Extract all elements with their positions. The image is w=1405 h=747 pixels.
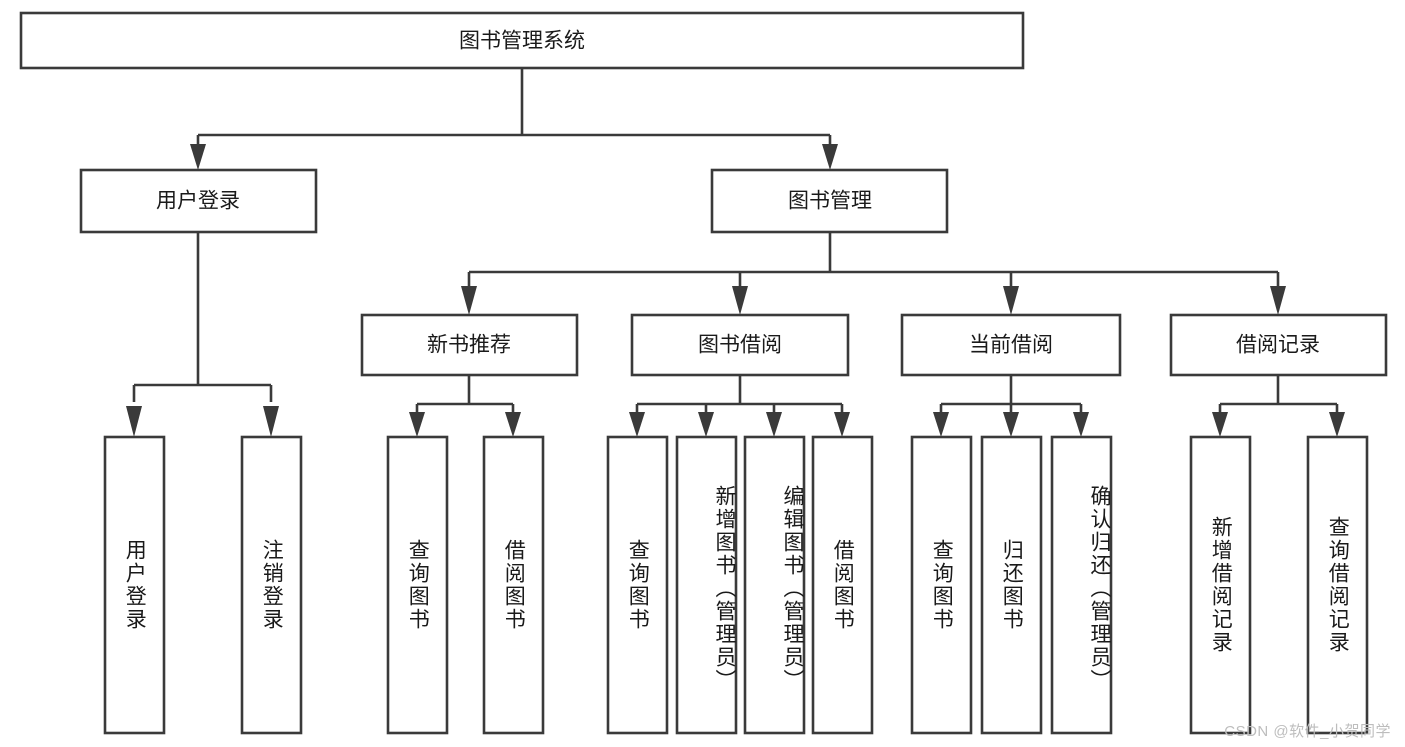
leaf-box-current-return[interactable] <box>980 435 1043 735</box>
node-new-book-recommend-label: 新书推荐 <box>427 334 511 357</box>
leaf-box-current-query[interactable] <box>910 435 973 735</box>
arrow-head-icon <box>505 412 521 437</box>
connector-bookborrow-to-leaves <box>629 375 850 437</box>
leaf-box-bookborrow-edit[interactable] <box>743 435 806 735</box>
arrow-head-icon <box>1073 412 1089 437</box>
arrow-head-icon <box>1003 286 1019 315</box>
arrow-head-icon <box>409 412 425 437</box>
leaf-box-record-query[interactable] <box>1306 435 1369 735</box>
leaf-box-record-add[interactable] <box>1189 435 1252 735</box>
node-borrow-record[interactable]: 借阅记录 <box>1169 313 1388 377</box>
node-root-label: 图书管理系统 <box>459 30 585 53</box>
connector-bookmgmt-to-level3 <box>461 232 1286 315</box>
node-book-borrow[interactable]: 图书借阅 <box>630 313 850 377</box>
watermark-text: CSDN @软件_小贺同学 <box>1224 723 1391 740</box>
arrow-head-icon <box>190 144 206 170</box>
node-new-book-recommend[interactable]: 新书推荐 <box>360 313 579 377</box>
connector-userlogin-to-leaves <box>126 232 279 437</box>
arrow-head-icon <box>1003 412 1019 437</box>
arrow-head-icon <box>1212 412 1228 437</box>
arrow-head-icon <box>126 406 142 437</box>
leaf-box-user-login-logout[interactable] <box>240 435 303 735</box>
node-current-borrow-label: 当前借阅 <box>969 334 1053 357</box>
node-book-management[interactable]: 图书管理 <box>710 168 949 234</box>
arrow-head-icon <box>822 144 838 170</box>
node-book-management-label: 图书管理 <box>788 190 872 213</box>
node-root[interactable]: 图书管理系统 <box>19 11 1025 70</box>
arrow-head-icon <box>461 286 477 315</box>
arrow-head-icon <box>629 412 645 437</box>
arrow-head-icon <box>1270 286 1286 315</box>
leaf-box-user-login-login[interactable] <box>103 435 166 735</box>
node-user-login-label: 用户登录 <box>156 190 240 213</box>
arrow-head-icon <box>263 406 279 437</box>
leaf-box-newbook-borrow[interactable] <box>482 435 545 735</box>
connector-borrowrecord-to-leaves <box>1212 375 1345 437</box>
arrow-head-icon <box>766 412 782 437</box>
node-book-borrow-label: 图书借阅 <box>698 334 782 357</box>
leaf-box-current-confirm[interactable] <box>1050 435 1113 735</box>
connector-root-to-level2 <box>190 68 838 170</box>
arrow-head-icon <box>933 412 949 437</box>
node-user-login[interactable]: 用户登录 <box>79 168 318 234</box>
arrow-head-icon <box>834 412 850 437</box>
arrow-head-icon <box>698 412 714 437</box>
connector-currentborrow-to-leaves <box>933 375 1089 437</box>
leaf-box-newbook-query[interactable] <box>386 435 449 735</box>
connector-newbook-to-leaves <box>409 375 521 437</box>
leaf-box-bookborrow-query[interactable] <box>606 435 669 735</box>
node-current-borrow[interactable]: 当前借阅 <box>900 313 1122 377</box>
arrow-head-icon <box>1329 412 1345 437</box>
leaf-box-bookborrow-add[interactable] <box>675 435 738 735</box>
node-borrow-record-label: 借阅记录 <box>1236 334 1320 357</box>
leaf-box-bookborrow-borrow[interactable] <box>811 435 874 735</box>
arrow-head-icon <box>732 286 748 315</box>
